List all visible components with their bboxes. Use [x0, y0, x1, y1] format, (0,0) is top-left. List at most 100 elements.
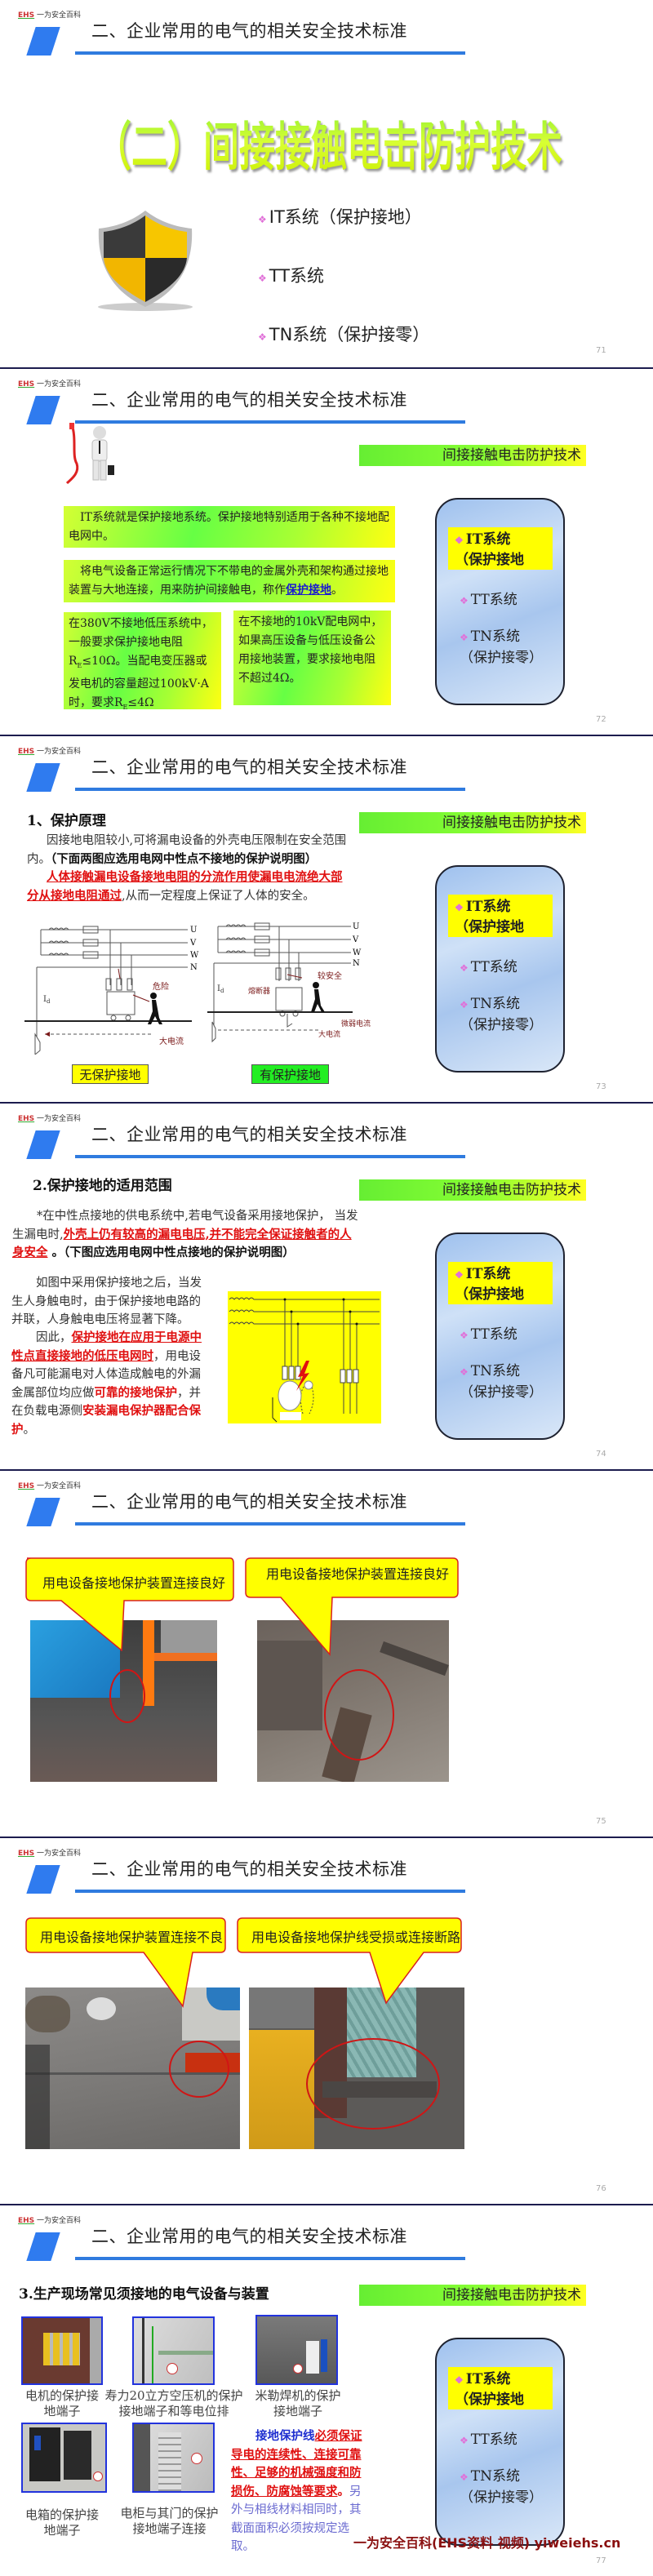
panel-tt-item: ❖TT系统	[460, 955, 518, 975]
phase-u-label: U	[190, 926, 197, 935]
panel-it-label: IT系统	[465, 2371, 511, 2387]
diamond-bullet-icon: ❖	[460, 1366, 469, 1378]
panel-tt-label: TT系统	[470, 2432, 518, 2448]
paragraph-text: ，并在负载电源侧	[11, 1386, 201, 1419]
caption-compressor: 寿力20立方空压机的保护接地端子和等电位排	[104, 2388, 243, 2418]
slide-73: EHS 一为安全百科 二、企业常用的电气的相关安全技术标准 1、保护原理 因接地…	[0, 735, 653, 1102]
slide-71: EHS 一为安全百科 二、企业常用的电气的相关安全技术标准 （二）间接接触电击防…	[0, 0, 653, 367]
it-system-highlight: ❖IT系统（保护接地	[448, 2367, 553, 2409]
current-subscript: d	[220, 988, 224, 994]
system-types-panel: ❖IT系统（保护接地 ❖TT系统 ❖TN系统（保护接零）	[435, 498, 565, 705]
section-title: 二、企业常用的电气的相关安全技术标准	[91, 757, 407, 777]
system-types-panel: ❖IT系统（保护接地 ❖ TT系统 ❖TN系统（保护接零）	[435, 2338, 565, 2546]
photo-compressor-terminal	[132, 2316, 215, 2385]
topic-banner: 间接接触电击防护技术	[359, 1179, 586, 1201]
topic-banner: 间接接触电击防护技术	[359, 812, 586, 833]
logo-text: 一为安全百科	[37, 1850, 82, 1858]
large-current-label: 大电流	[159, 1036, 184, 1046]
page-number: 74	[596, 1450, 606, 1459]
ehs-logo: EHS 一为安全百科	[18, 1480, 81, 1490]
phase-u-label: U	[353, 922, 359, 931]
logo-mark: EHS	[18, 748, 35, 756]
it-definition-box: IT系统就是保护接地系统。保护接地特别适用于各种不接地配电网中。	[64, 506, 395, 548]
paragraph-text: *在中性点接地的供电系统中,若电气设备采用接地保护， 当发生漏电时,	[12, 1210, 358, 1241]
panel-it-sub: （保护接地	[455, 552, 524, 568]
header-divider	[75, 2257, 465, 2260]
ehs-logo: EHS 一为安全百科	[18, 378, 81, 389]
site-watermark: 一为安全百科(EHS资料 视频) yiweiehs.cn	[353, 2535, 621, 2551]
photo-bolt-grounding-good	[257, 1620, 449, 1782]
panel-it-sub: （保护接地	[455, 919, 524, 935]
diamond-bullet-icon: ❖	[258, 214, 267, 225]
section-heading: 3.生产现场常见须接地的电气设备与装置	[19, 2286, 269, 2303]
subscript: E	[77, 661, 82, 669]
callout-left	[25, 1917, 226, 2008]
principle-paragraph: 因接地电阻较小,可将漏电设备的外壳电压限制在安全范围内。（下面两图应选用电网中性…	[27, 832, 353, 905]
header-accent-bar	[26, 1498, 60, 1526]
page-number: 75	[596, 1817, 606, 1826]
grounded-neutral-diagram	[228, 1291, 381, 1423]
header-divider	[75, 1522, 465, 1526]
header-divider	[75, 1890, 465, 1893]
page-number: 72	[596, 715, 606, 724]
paragraph-note: （下面两图应选用电网中性点不接地的保护说明图）	[51, 851, 318, 866]
it-system-highlight: ❖IT系统（保护接地	[448, 527, 553, 570]
photo-machine-grounding-good	[30, 1620, 217, 1782]
diamond-bullet-icon: ❖	[455, 535, 464, 546]
scope-paragraph: *在中性点接地的供电系统中,若电气设备采用接地保护， 当发生漏电时,外壳上仍有较…	[12, 1207, 363, 1263]
caption-electric-box: 电箱的保护接地端子	[24, 2507, 99, 2538]
paragraph-text: ,从而一定程度上保证了人体的安全。	[122, 889, 315, 903]
section-title: 二、企业常用的电气的相关安全技术标准	[91, 1492, 407, 1512]
paragraph-text: ，用电设备凡可能漏电对人体造成触电的外漏金属部位均应做	[11, 1349, 201, 1400]
photo-welder-terminal	[255, 2315, 338, 2385]
photo-motor-terminal	[21, 2316, 103, 2385]
paragraph-text: 。	[23, 1423, 36, 1437]
paragraph-text: 因此，	[36, 1331, 72, 1344]
bullet-tn-system: ❖TN系统（保护接零）	[258, 322, 429, 346]
section-title: 二、企业常用的电气的相关安全技术标准	[91, 21, 407, 41]
ehs-logo: EHS 一为安全百科	[18, 2214, 81, 2225]
panel-tn-label: TN系统	[470, 996, 520, 1012]
panel-tn-sub: （保护接零）	[460, 2489, 543, 2506]
emphasis-text: 保护接地在应用于电源中性点直接接地的低压电网时	[11, 1330, 202, 1363]
diamond-bullet-icon: ❖	[460, 999, 469, 1010]
box-text: ≤10Ω。当配电变压器或发电机的容量超过100kV·A时，要求R	[69, 655, 209, 709]
emphasis-text: 可靠的接地保护	[94, 1385, 178, 1400]
section-title: 二、企业常用的电气的相关安全技术标准	[91, 390, 407, 410]
diamond-bullet-icon: ❖	[460, 632, 469, 643]
logo-mark: EHS	[18, 11, 35, 20]
punctuation: 。	[337, 2484, 350, 2498]
highlight-circle	[109, 1669, 145, 1723]
photo-electric-box-terminal	[21, 2423, 107, 2493]
slide-77: EHS 一为安全百科 二、企业常用的电气的相关安全技术标准 3.生产现场常见须接…	[0, 2204, 653, 2576]
logo-mark: EHS	[18, 1850, 35, 1858]
diamond-bullet-icon: ❖	[460, 2472, 469, 2483]
protective-grounding-definition-box: 将电气设备正常运行情况下不带电的金属外壳和架构通过接地装置与大地连接，用来防护间…	[64, 560, 395, 602]
ehs-logo: EHS 一为安全百科	[18, 1847, 81, 1858]
topic-banner: 间接接触电击防护技术	[359, 445, 586, 466]
panel-tn-item: ❖TN系统（保护接零）	[460, 1361, 543, 1403]
bullet-text: TT系统	[269, 266, 325, 286]
diamond-bullet-icon: ❖	[455, 2374, 464, 2386]
protective-grounding-link[interactable]: 保护接地	[286, 584, 331, 597]
header-divider	[75, 420, 465, 424]
it-system-highlight: ❖IT系统（保护接地	[448, 895, 553, 937]
panel-tt-item: ❖TT系统	[460, 1322, 518, 1343]
danger-label: 危险	[153, 981, 169, 992]
slide-74: EHS 一为安全百科 二、企业常用的电气的相关安全技术标准 2.保护接地的适用范…	[0, 1102, 653, 1469]
header-accent-bar	[26, 2232, 60, 2261]
svg-text:Id: Id	[43, 995, 51, 1005]
panel-it-label: IT系统	[465, 1266, 511, 1282]
diamond-bullet-icon: ❖	[455, 1269, 464, 1281]
slide-75: EHS 一为安全百科 二、企业常用的电气的相关安全技术标准 用电设备接地保护装置…	[0, 1469, 653, 1837]
neutral-label: N	[353, 959, 360, 968]
header-divider	[75, 788, 465, 791]
diamond-bullet-icon: ❖	[460, 1330, 469, 1341]
photo-grounding-wire-damaged	[249, 1988, 464, 2149]
panel-tt-item: ❖TT系统	[460, 588, 518, 608]
page-number: 77	[596, 2556, 606, 2565]
ehs-logo: EHS 一为安全百科	[18, 9, 81, 20]
person-figure	[148, 993, 162, 1024]
header-divider	[75, 51, 465, 55]
panel-tn-item: ❖TN系统（保护接零）	[460, 2467, 543, 2508]
